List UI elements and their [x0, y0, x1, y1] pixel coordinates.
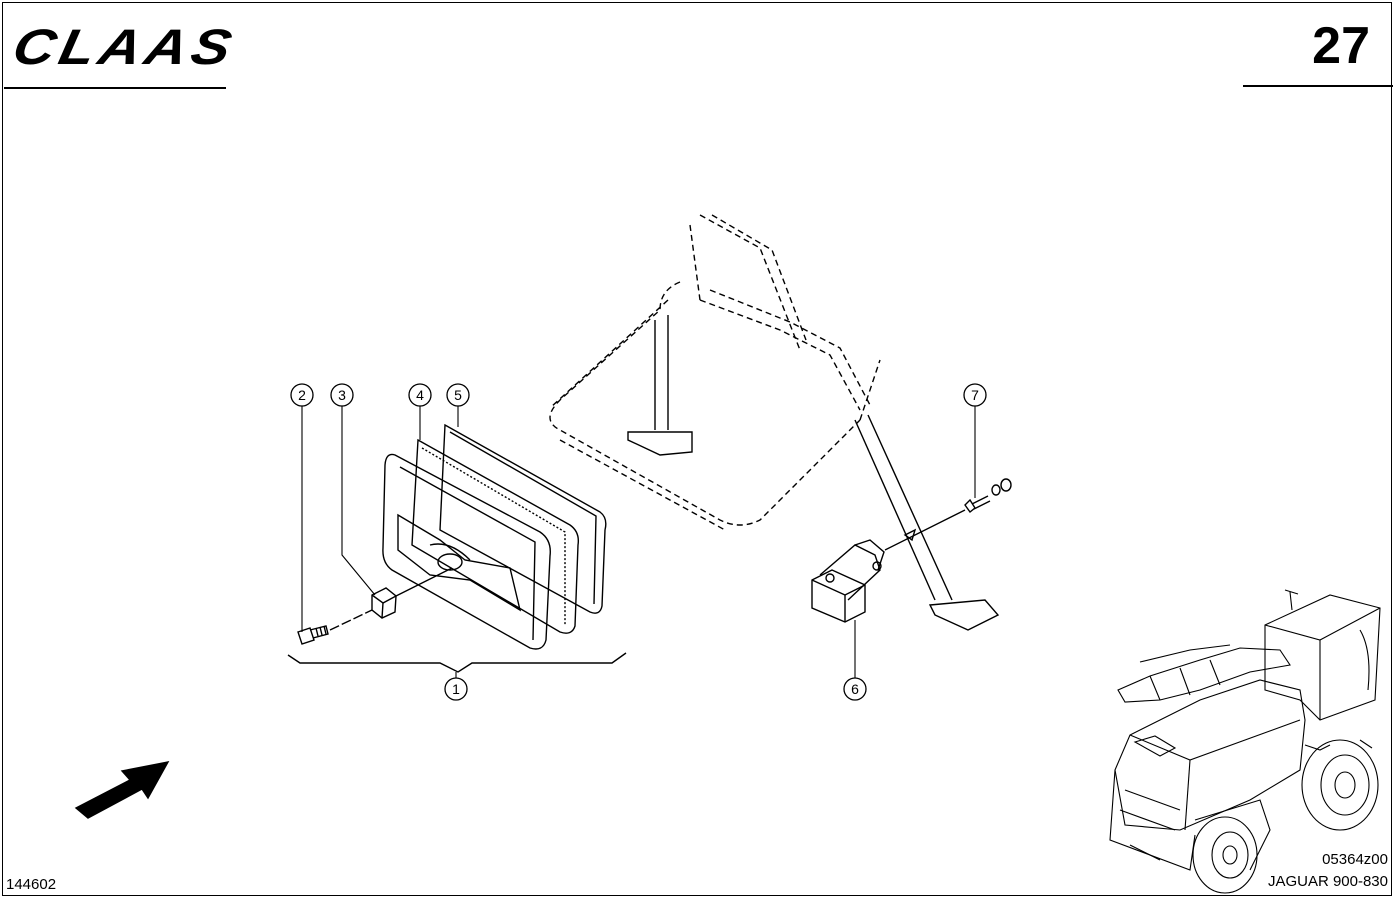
callout-circles — [290, 383, 987, 701]
assembly-bracket-line — [287, 652, 627, 673]
drawing-code-left: 144602 — [6, 876, 57, 893]
callout-circle-2 — [290, 383, 314, 407]
headlight-lens — [382, 453, 551, 650]
page-number: 27 — [1312, 17, 1370, 75]
mounting-bolt — [297, 625, 329, 645]
callout-circle-5 — [446, 383, 470, 407]
callout-6: 6 — [851, 681, 859, 697]
callout-7: 7 — [971, 387, 979, 403]
cab-handrail-dashed — [549, 214, 881, 531]
bolt-axis-line — [329, 609, 373, 631]
callout-3: 3 — [338, 387, 346, 403]
callout-circle-1 — [444, 677, 468, 701]
forage-harvester-icon — [1109, 589, 1381, 894]
callout-4: 4 — [416, 387, 424, 403]
handrail-post-right — [854, 414, 1000, 631]
leader-lines — [301, 406, 976, 678]
adjuster-nut — [371, 587, 397, 619]
callout-circle-3 — [330, 383, 354, 407]
small-screw-and-washers — [964, 478, 1012, 514]
handrail-post-left — [627, 315, 693, 456]
callout-circle-4 — [408, 383, 432, 407]
callout-1: 1 — [452, 681, 460, 697]
model-label: JAGUAR 900-830 — [1267, 873, 1388, 890]
callout-2: 2 — [298, 387, 306, 403]
callout-circle-7 — [963, 383, 987, 407]
relay-unit — [811, 539, 885, 623]
direction-arrow-icon — [74, 761, 170, 819]
drawing-code-right: 05364z00 — [1322, 851, 1388, 868]
nut-axis-line — [395, 567, 453, 597]
headlight-reflector — [411, 438, 580, 634]
headlight-rear-gasket — [439, 423, 607, 614]
relay-axis-line — [884, 509, 966, 551]
callout-circle-6 — [843, 677, 867, 701]
bracket-tab — [903, 528, 917, 542]
header-rule-left — [4, 87, 226, 89]
callout-5: 5 — [454, 387, 462, 403]
header-rule-right — [1243, 85, 1393, 87]
